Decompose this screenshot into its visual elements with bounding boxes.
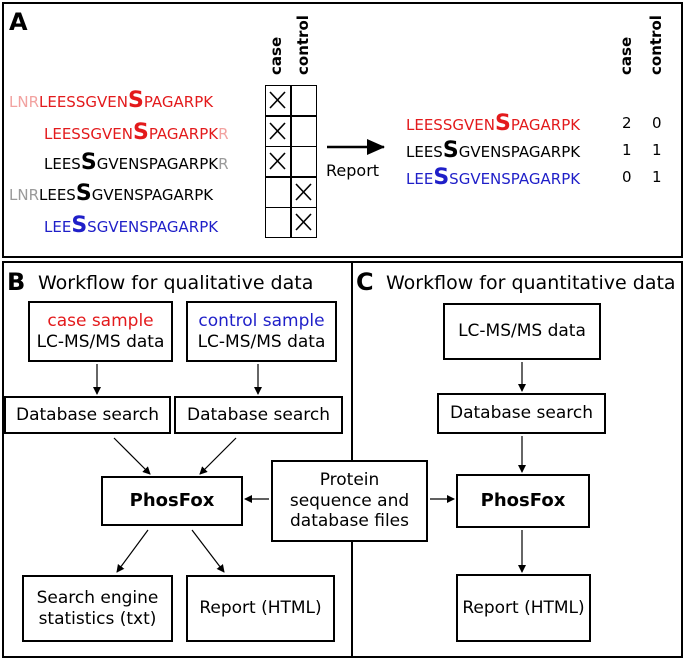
case-presence-cell [265, 115, 291, 147]
report-peptide: LEESSGVENSPAGARPK [406, 140, 580, 162]
report-peptide: LEESSGVENSPAGARPK [406, 167, 580, 189]
sequence-fragment: PAGARPK [143, 93, 214, 111]
case-presence-cell [265, 207, 291, 238]
report-html-qualitative-label: Report (HTML) [199, 598, 322, 619]
panel-c-label: C [356, 268, 374, 296]
case-presence-cell [265, 176, 291, 208]
report-html-quantitative-box: Report (HTML) [456, 574, 591, 642]
report-count-control: 1 [652, 141, 662, 159]
sequence-fragment: SGVENSPAGARPK [449, 170, 581, 188]
input-peptide: LNRLEESSGVENSPAGARPK [9, 90, 213, 112]
phosfox-quantitative-box: PhosFox [456, 474, 590, 528]
case-lcms-label: LC-MS/MS data [36, 331, 165, 352]
quantitative-database-search-box: Database search [437, 393, 606, 434]
search-engine-statistics-box: Search engine statistics (txt) [22, 575, 173, 642]
phosfox-qualitative-box: PhosFox [101, 476, 243, 526]
protein-sequence-database-box: Protein sequence and database files [271, 460, 428, 542]
phospho-site: S [80, 150, 97, 175]
panel-a-label: A [9, 8, 28, 36]
sequence-fragment: LEESSGVEN [39, 93, 128, 111]
report-count-case: 2 [622, 114, 632, 132]
control-sample-label: control sample [198, 311, 325, 332]
panel-b-title: Workflow for qualitative data [38, 272, 314, 294]
sequence-fragment: LEE [44, 218, 72, 236]
report-count-case: 1 [622, 141, 632, 159]
cross-mark-icon [295, 213, 312, 231]
report-arrow-label: Report [326, 161, 380, 180]
col-header-control: control [294, 15, 312, 75]
panel-b-label: B [7, 268, 26, 296]
sequence-fragment: GVENSPAGARPK [96, 155, 219, 173]
control-lcms-label: LC-MS/MS data [197, 331, 326, 352]
report-count-control: 1 [652, 168, 662, 186]
control-presence-cell [291, 207, 317, 238]
sequence-fragment: R [218, 125, 229, 143]
lcms-data-box: LC-MS/MS data [443, 303, 601, 360]
cross-mark-icon [269, 152, 286, 170]
search-engine-statistics-label: Search engine statistics (txt) [36, 588, 159, 629]
cross-mark-icon [269, 91, 286, 109]
control-sample-box: control sample LC-MS/MS data [186, 301, 337, 362]
sequence-fragment: PAGARPK [510, 116, 581, 134]
case-presence-cell [265, 146, 291, 177]
sequence-fragment: LEES [44, 155, 81, 173]
phosfox-qualitative-label: PhosFox [129, 490, 215, 512]
control-presence-cell [291, 146, 317, 177]
report-html-qualitative-box: Report (HTML) [186, 575, 335, 642]
sequence-fragment: R [218, 155, 229, 173]
case-sample-box: case sample LC-MS/MS data [28, 301, 173, 362]
input-peptide: LEESSGVENSPAGARPKR [44, 122, 229, 144]
control-database-search-box: Database search [174, 396, 343, 434]
sequence-fragment: SGVENSPAGARPK [87, 218, 219, 236]
control-database-search-label: Database search [187, 404, 330, 425]
control-presence-cell [291, 85, 317, 116]
phospho-site: S [494, 111, 511, 136]
sequence-fragment: LEESSGVEN [44, 125, 133, 143]
case-database-search-label: Database search [16, 404, 159, 425]
sequence-fragment: GVENSPAGARPK [91, 186, 214, 204]
phosfox-quantitative-label: PhosFox [480, 490, 566, 512]
phospho-site: S [127, 88, 144, 113]
case-database-search-box: Database search [4, 396, 171, 434]
sequence-fragment: LNR [9, 93, 39, 111]
sequence-fragment: LEE [406, 170, 434, 188]
sequence-fragment: LEES [406, 143, 443, 161]
report-peptide: LEESSGVENSPAGARPK [406, 113, 580, 135]
phospho-site: S [442, 138, 459, 163]
cross-mark-icon [295, 182, 312, 201]
case-sample-label: case sample [47, 311, 154, 332]
phospho-site: S [132, 120, 149, 145]
panel-a [2, 2, 683, 258]
panel-c-title: Workflow for quantitative data [386, 272, 676, 294]
out-col-header-control: control [647, 15, 665, 75]
protein-sequence-database-label: Protein sequence and database files [289, 470, 410, 532]
report-count-case: 0 [622, 168, 632, 186]
input-peptide: LEESSGVENSPAGARPKR [44, 152, 229, 174]
control-presence-cell [291, 115, 317, 147]
lcms-data-label: LC-MS/MS data [458, 321, 586, 342]
cross-mark-icon [269, 121, 286, 140]
phospho-site: S [75, 181, 92, 206]
sequence-fragment: PAGARPK [148, 125, 219, 143]
sequence-fragment: LNR [9, 186, 39, 204]
phospho-site: S [71, 213, 88, 238]
sequence-fragment: LEESSGVEN [406, 116, 495, 134]
input-peptide: LNRLEESSGVENSPAGARPK [9, 183, 213, 205]
quantitative-database-search-label: Database search [450, 403, 593, 424]
input-peptide: LEESSGVENSPAGARPK [44, 215, 218, 237]
col-header-case: case [267, 36, 285, 75]
phospho-site: S [433, 165, 450, 190]
sequence-fragment: LEES [39, 186, 76, 204]
sequence-fragment: GVENSPAGARPK [458, 143, 581, 161]
report-html-quantitative-label: Report (HTML) [462, 597, 585, 618]
case-presence-cell [265, 85, 291, 116]
control-presence-cell [291, 176, 317, 208]
out-col-header-case: case [617, 36, 635, 75]
report-count-control: 0 [652, 114, 662, 132]
